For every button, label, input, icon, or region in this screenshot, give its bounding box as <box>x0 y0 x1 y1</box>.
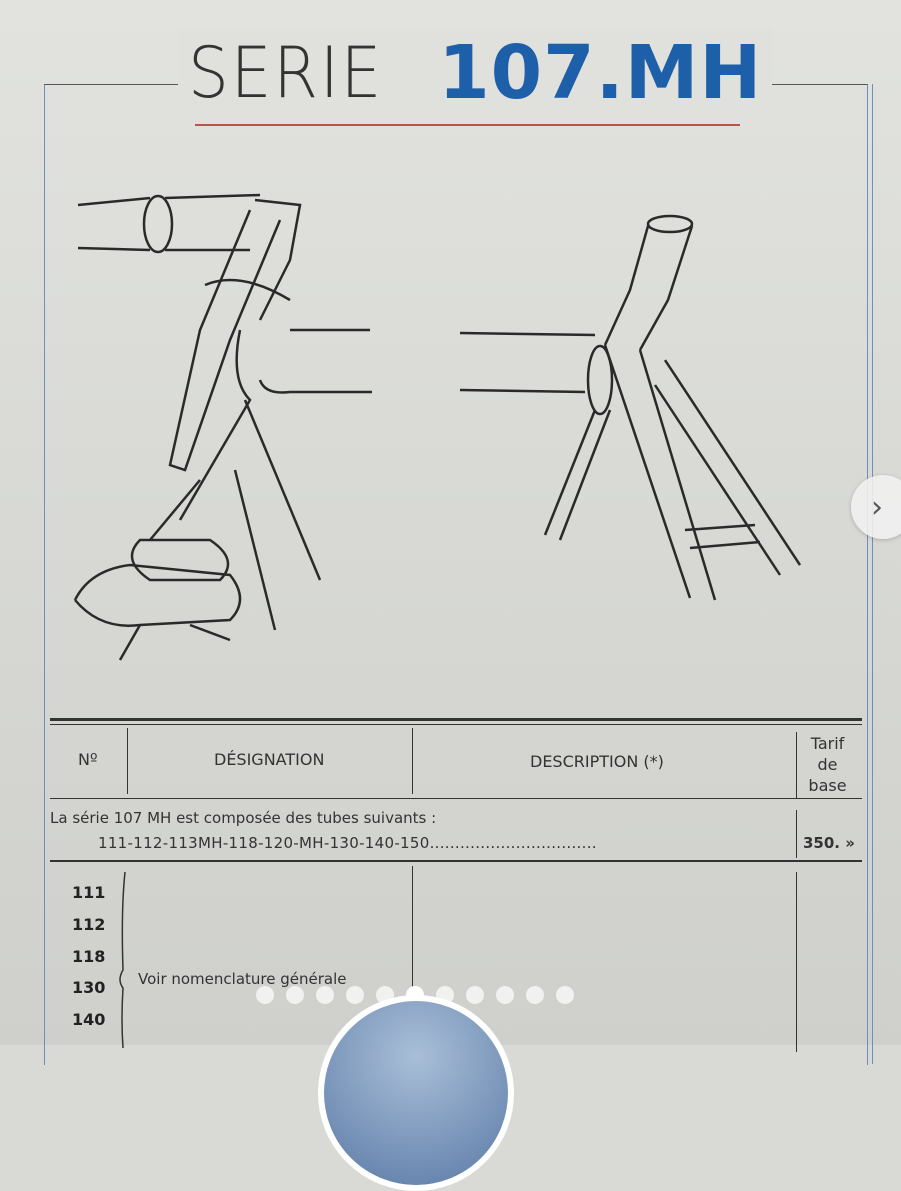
col-divider <box>796 732 797 798</box>
header-tarif: Tarif de base <box>808 734 847 795</box>
brace-icon <box>119 871 126 1049</box>
row-number: 140 <box>72 1010 106 1029</box>
carousel-dot[interactable] <box>316 986 334 1004</box>
table-top-rule-thin <box>50 724 862 725</box>
page-frame-line <box>872 84 873 1064</box>
col-divider <box>412 728 413 794</box>
carousel-dot[interactable] <box>496 986 514 1004</box>
title-serie: SERIE <box>188 32 384 114</box>
col-divider <box>412 866 413 1046</box>
col-divider <box>127 728 128 794</box>
chevron-right-icon: › <box>871 489 883 525</box>
col-divider <box>796 872 797 1052</box>
header-description: DESCRIPTION (*) <box>530 752 664 771</box>
carousel-dot[interactable] <box>556 986 574 1004</box>
carousel-dot[interactable] <box>526 986 544 1004</box>
summary-line2: 111-112-113MH-118-120-MH-130-140-150....… <box>98 834 597 852</box>
designation-note: Voir nomenclature générale <box>138 970 347 988</box>
col-divider <box>796 810 797 858</box>
row-number: 118 <box>72 947 106 966</box>
header-rule <box>50 798 862 799</box>
seat-lug-illustration <box>459 214 802 601</box>
summary-price: 350. » <box>803 834 855 852</box>
carousel-dot[interactable] <box>256 986 274 1004</box>
head-lug-illustration <box>73 193 372 661</box>
carousel-dot[interactable] <box>346 986 364 1004</box>
header-no: Nº <box>78 750 98 769</box>
title-underline <box>195 124 740 126</box>
summary-rule <box>50 860 862 862</box>
page-title: SERIE 107.MH <box>178 28 773 118</box>
table-top-rule <box>50 718 862 721</box>
summary-line1: La série 107 MH est composée des tubes s… <box>50 809 437 827</box>
title-model: 107.MH <box>438 30 763 116</box>
row-number: 130 <box>72 978 106 997</box>
header-designation: DÉSIGNATION <box>214 750 325 769</box>
frame-lug-illustrations <box>73 193 802 661</box>
row-number: 111 <box>72 883 106 902</box>
next-slide-button[interactable]: › <box>851 475 901 539</box>
profile-avatar[interactable] <box>318 995 514 1191</box>
carousel-dot[interactable] <box>286 986 304 1004</box>
carousel-dot[interactable] <box>466 986 484 1004</box>
row-number: 112 <box>72 915 106 934</box>
catalog-page: SERIE 107.MH <box>0 0 901 1065</box>
